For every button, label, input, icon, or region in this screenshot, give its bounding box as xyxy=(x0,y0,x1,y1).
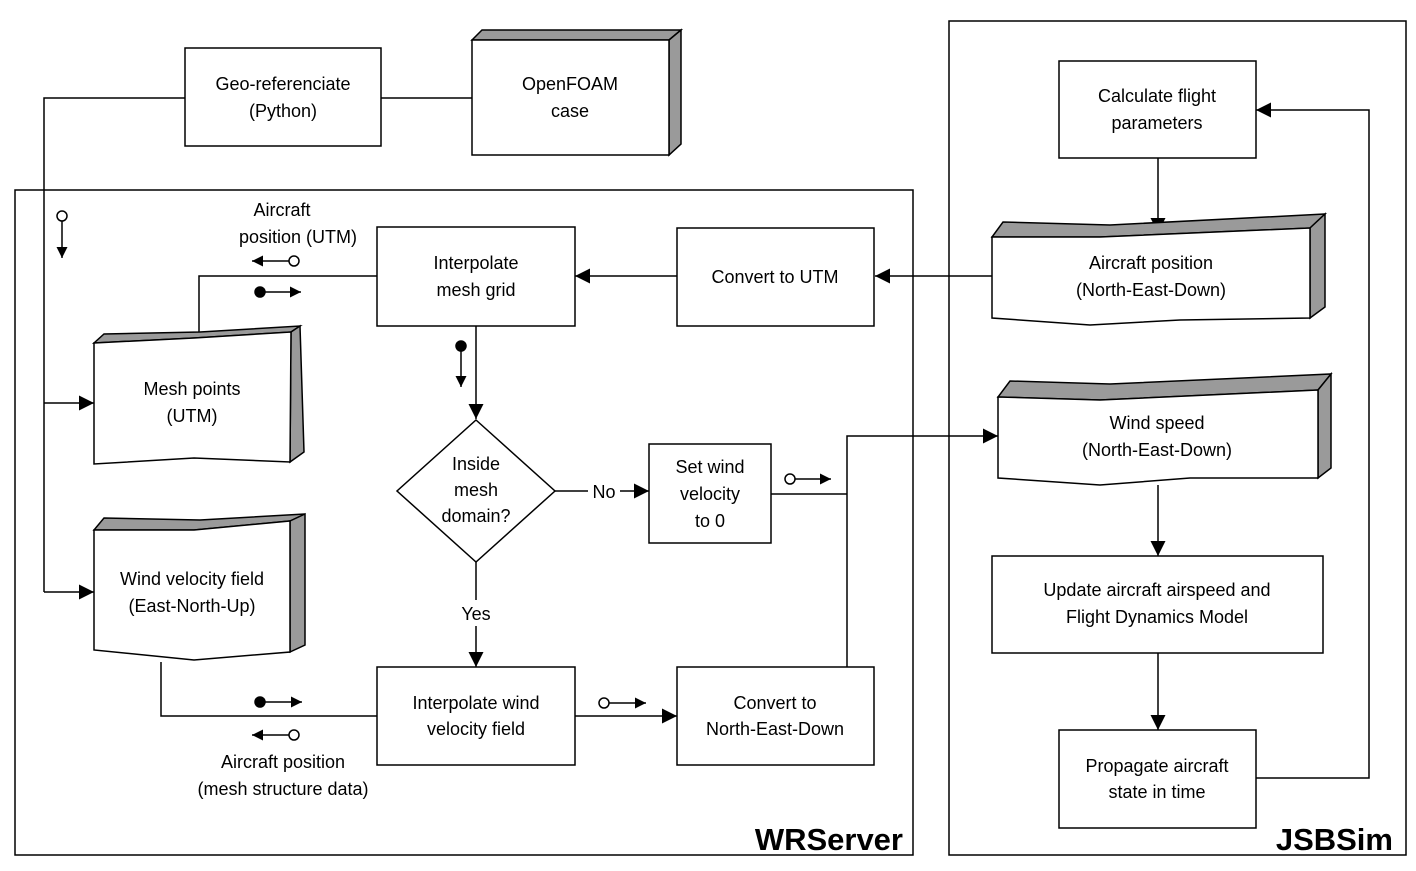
filled-circle-right-glyph-2 xyxy=(254,696,302,708)
ned-out-line xyxy=(846,428,998,667)
set-zero-box xyxy=(648,443,772,544)
aircraft-pos-label: Aircraft position(North-East-Down) xyxy=(1076,253,1226,300)
convert-utm-label: Convert to UTM xyxy=(711,267,838,287)
aircraft-mesh-label: Aircraft position(mesh structure data) xyxy=(197,752,368,799)
connectors xyxy=(43,97,1370,779)
filled-circle-down-glyph xyxy=(455,340,467,387)
openfoam-box xyxy=(470,28,684,157)
convert-ned-box xyxy=(676,666,875,766)
open-circle-right-glyph-2 xyxy=(598,697,646,709)
open-circle-left-glyph xyxy=(252,255,300,267)
mesh-points-shape xyxy=(91,324,305,465)
yes-label: Yes xyxy=(461,604,490,624)
calc-flight-box xyxy=(1058,60,1257,159)
decision-diamond xyxy=(395,418,557,564)
wind-field-label: Wind velocity field(East-North-Up) xyxy=(120,569,264,616)
interp-mesh-box xyxy=(376,226,576,327)
wind-speed-shape xyxy=(996,371,1333,486)
jsbsim-container xyxy=(948,20,1407,856)
mesh-points-label: Mesh points(UTM) xyxy=(143,379,240,426)
georef-box xyxy=(184,47,382,147)
open-circle-left-glyph-2 xyxy=(252,729,300,741)
aircraft-pos-shape xyxy=(990,212,1328,326)
propagate-box xyxy=(1058,729,1257,829)
wind-speed-label: Wind speed(North-East-Down) xyxy=(1082,413,1232,460)
no-label: No xyxy=(592,482,615,502)
filled-circle-right-glyph xyxy=(254,286,301,298)
interp-mesh-points-line xyxy=(198,275,377,340)
wind-field-shape xyxy=(92,512,306,661)
wrserver-container xyxy=(14,189,914,856)
georef-label: Geo-referenciate(Python) xyxy=(215,74,350,121)
open-circle-right-glyph xyxy=(784,473,831,485)
propagate-loop-line xyxy=(1256,102,1370,779)
wrserver-title: WRServer xyxy=(755,822,903,857)
open-circle-down-glyph xyxy=(56,210,68,258)
interp-wind-box xyxy=(376,666,576,766)
windfield-interp-line xyxy=(160,662,377,717)
flow-glyphs xyxy=(56,210,831,741)
jsbsim-title: JSBSim xyxy=(1276,822,1393,857)
georef-left-line xyxy=(43,97,185,592)
convert-utm-box xyxy=(676,227,875,327)
update-model-box xyxy=(991,555,1324,654)
